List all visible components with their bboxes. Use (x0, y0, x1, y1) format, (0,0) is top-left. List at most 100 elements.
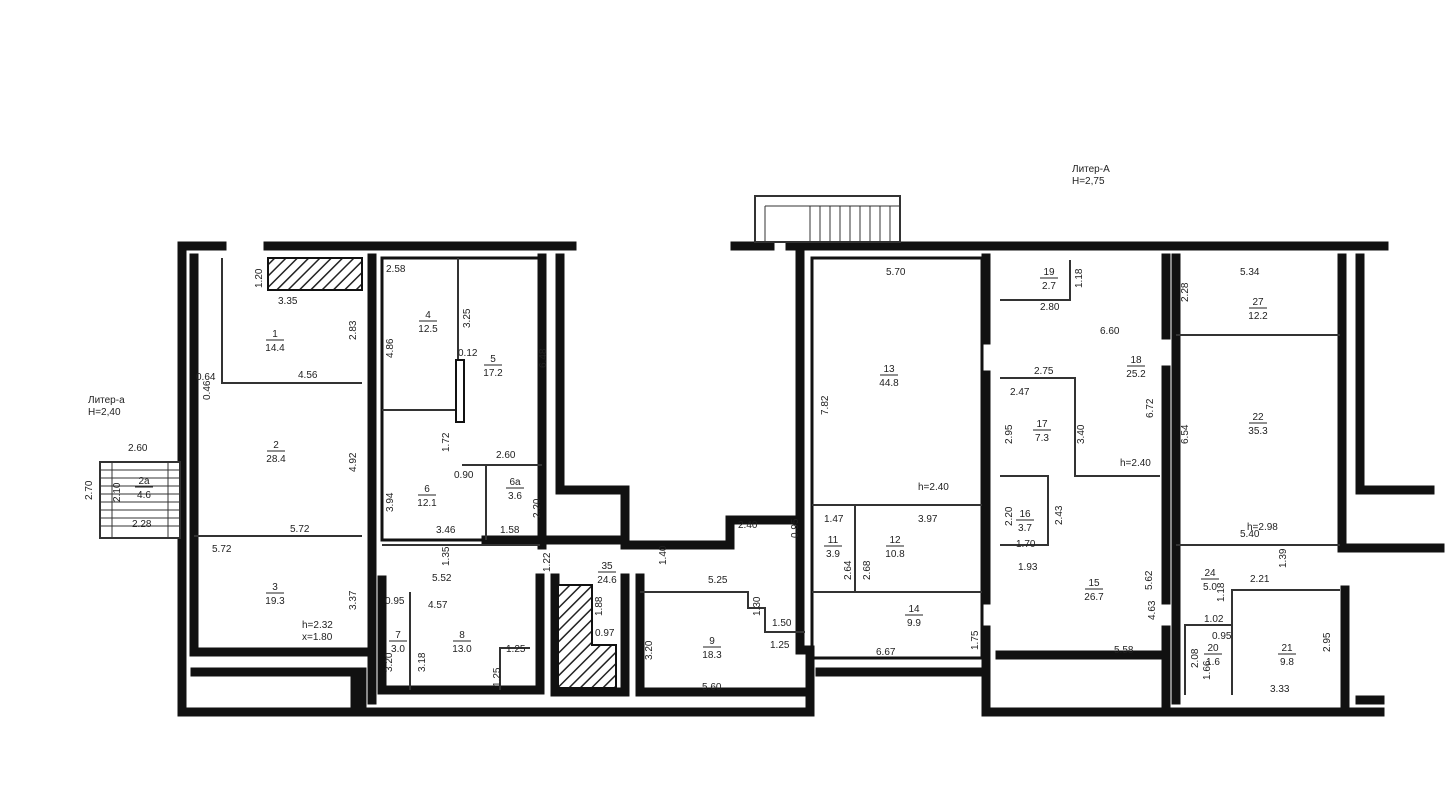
dimension-label: 3.25 (462, 308, 473, 328)
room-24-area: 5.0 (1203, 582, 1217, 593)
partitions (194, 258, 1340, 695)
dimension-label: 0.64 (196, 372, 216, 383)
room-16-area: 3.7 (1018, 523, 1032, 534)
room-labels: 114.4228.42a4.6319.3412.5517.2612.16a3.6… (135, 267, 1296, 668)
dimension-label: 5.60 (702, 682, 722, 693)
room-1-number: 1 (272, 329, 278, 340)
dimension-label: 2.47 (1010, 387, 1030, 398)
room-21-area: 9.8 (1280, 657, 1294, 668)
room-6-area: 12.1 (417, 498, 437, 509)
room-5-number: 5 (490, 354, 496, 365)
room-11-area: 3.9 (826, 549, 840, 560)
room-17-number: 17 (1036, 419, 1048, 430)
room-13-number: 13 (883, 364, 895, 375)
dimension-label: 2.20 (532, 498, 543, 518)
dimension-label: 1.25 (770, 640, 790, 651)
block-a-large-name: Литер-А (1072, 164, 1110, 175)
room-2a-area: 4.6 (137, 490, 151, 501)
walls (177, 241, 1445, 717)
room-27-number: 27 (1252, 297, 1264, 308)
dimension-label: 1.93 (1018, 562, 1038, 573)
dimension-label: 2.58 (386, 264, 406, 275)
dimension-label: 1.25 (492, 667, 503, 687)
dimension-label: 5.62 (1144, 570, 1155, 590)
dimension-label: 1.22 (542, 552, 553, 572)
room-20-area: 1.6 (1206, 657, 1220, 668)
height-note: h=2.98 (1247, 522, 1278, 533)
dimension-label: 2.20 (1004, 506, 1015, 526)
room-21-number: 21 (1281, 643, 1293, 654)
dimension-label: 1.20 (254, 268, 265, 288)
dimension-label: 5.72 (212, 544, 232, 555)
dimension-label: 2.64 (843, 560, 854, 580)
dimension-label: 2.70 (84, 480, 95, 500)
stairs (99, 195, 901, 539)
dimension-label: 6.67 (876, 647, 896, 658)
dimension-label: 2.43 (1054, 505, 1065, 525)
height-notes: h=2.32x=1.80h=2.40h=2.40h=2.98 (302, 458, 1278, 643)
dimension-label: 3.18 (417, 652, 428, 672)
dimension-label: 1.72 (441, 432, 452, 452)
dimension-label: 1.30 (752, 596, 763, 616)
dimension-label: 0.97 (595, 628, 615, 639)
dimension-label: 6.48 (538, 348, 549, 368)
room-11-number: 11 (828, 535, 839, 546)
dimension-label: 2.08 (1190, 648, 1201, 668)
room-14-area: 9.9 (907, 618, 921, 629)
dimension-label: 1.25 (506, 644, 526, 655)
dimension-label: 5.25 (708, 575, 728, 586)
dimension-label: 3.37 (348, 590, 359, 610)
room-19-number: 19 (1043, 267, 1055, 278)
room-1-area: 14.4 (265, 343, 285, 354)
dimension-label: 0.95 (790, 518, 801, 538)
height-note: x=1.80 (302, 632, 333, 643)
height-note: h=2.40 (1120, 458, 1151, 469)
dimension-label: 1.18 (1074, 268, 1085, 288)
dimension-label: 2.28 (1180, 282, 1191, 302)
dimension-label: 3.20 (644, 640, 655, 660)
dimension-label: 2.40 (738, 520, 758, 531)
height-note: h=2.40 (918, 482, 949, 493)
dimension-label: 2.68 (862, 560, 873, 580)
dimension-label: 5.34 (1240, 267, 1260, 278)
dimension-label: 1.58 (500, 525, 520, 536)
dimension-label: 2.10 (112, 482, 123, 502)
dimension-label: 3.33 (1270, 684, 1290, 695)
room-2-number: 2 (273, 440, 279, 451)
dimension-label: 3.46 (436, 525, 456, 536)
dimension-label: 0.90 (454, 470, 474, 481)
room-6a-number: 6a (509, 477, 521, 488)
dimension-label: 0.12 (458, 348, 478, 359)
dimension-label: 2.95 (1004, 424, 1015, 444)
room-5-area: 17.2 (483, 368, 503, 379)
dimension-label: 4.92 (348, 452, 359, 472)
dimension-label: 4.86 (385, 338, 396, 358)
dimension-label: 6.54 (1180, 424, 1191, 444)
room-9-number: 9 (709, 636, 715, 647)
dimension-label: 6.72 (1145, 398, 1156, 418)
dimension-label: 2.80 (1040, 302, 1060, 313)
room-13-area: 44.8 (879, 378, 899, 389)
room-6a-area: 3.6 (508, 491, 522, 502)
dimension-label: 1.39 (1278, 548, 1289, 568)
room-35-number: 35 (601, 561, 613, 572)
dimension-label: 7.82 (820, 395, 831, 415)
dimension-label: 5.72 (290, 524, 310, 535)
dimension-label: 2.28 (132, 519, 152, 530)
room-3-number: 3 (272, 582, 278, 593)
room-15-number: 15 (1088, 578, 1100, 589)
dimension-label: 2.21 (1250, 574, 1270, 585)
dimension-label: 0.95 (1212, 631, 1232, 642)
room-14-number: 14 (908, 604, 920, 615)
dimension-label: 1.88 (594, 596, 605, 616)
dimension-label: 4.57 (428, 600, 448, 611)
block-labels: Литер-а H=2,40 Литер-А H=2,75 (88, 164, 1110, 418)
room-2a-number: 2a (138, 476, 150, 487)
room-12-area: 10.8 (885, 549, 905, 560)
dimension-label: 5.52 (432, 573, 452, 584)
room-17-area: 7.3 (1035, 433, 1049, 444)
room-18-number: 18 (1130, 355, 1142, 366)
dimension-label: 0.95 (385, 596, 405, 607)
dimension-label: 2.95 (1322, 632, 1333, 652)
